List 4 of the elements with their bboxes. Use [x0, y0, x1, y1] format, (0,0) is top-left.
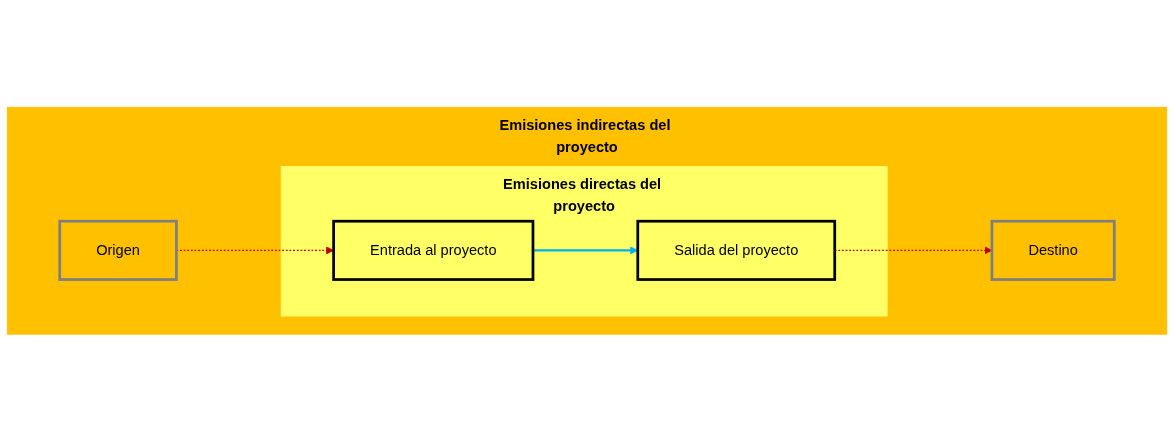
node-box: Destino [990, 219, 1116, 281]
node-box: Entrada al proyecto [332, 219, 535, 281]
node-box: Origen [58, 219, 178, 281]
node-box: Salida del proyecto [636, 219, 837, 281]
